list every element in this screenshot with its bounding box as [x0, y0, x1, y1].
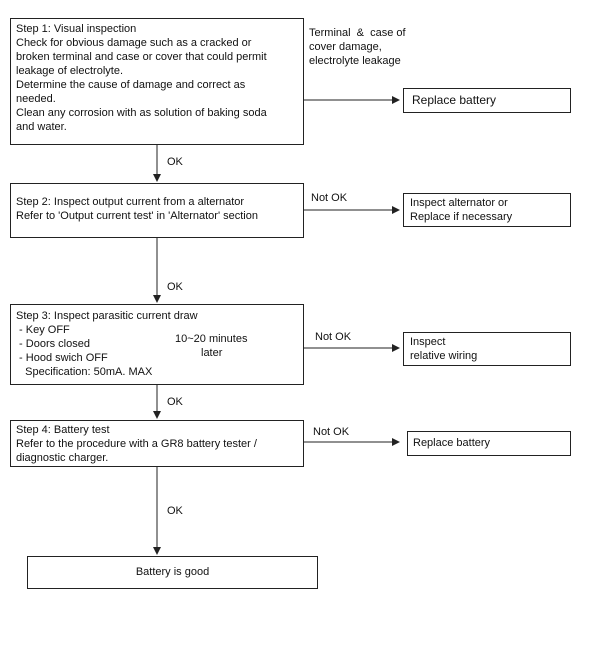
step2-box	[10, 183, 304, 238]
step4-line-2: Refer to the procedure with a GR8 batter…	[16, 438, 257, 450]
step1-line-6: needed.	[16, 93, 56, 105]
step4-line-1: Step 4: Battery test	[16, 424, 110, 436]
step2-result-line-2: Replace if necessary	[410, 211, 513, 223]
step3-line-5: Specification: 50mA. MAX	[16, 366, 153, 378]
step4-result-box	[407, 431, 571, 456]
step3-result-line-2: relative wiring	[410, 350, 478, 362]
step4-line-3: diagnostic charger.	[16, 452, 109, 464]
step3-line-1: Step 3: Inspect parasitic current draw	[16, 310, 198, 322]
step3-line-3: - Doors closed	[16, 338, 90, 350]
step3-branch-label: Not OK	[315, 331, 352, 343]
final-label: Battery is good	[135, 566, 210, 578]
step1-box	[10, 18, 304, 145]
step4-box	[10, 420, 304, 467]
step3-wait-line-2: later	[201, 347, 223, 359]
step1-side-note-2: cover damage,	[309, 41, 382, 53]
ok-label-1: OK	[167, 156, 183, 168]
step4-result-label: Replace battery	[413, 437, 491, 449]
step1-result-label: Replace battery	[412, 93, 497, 107]
step2-result-box	[403, 193, 571, 227]
step1-line-4: leakage of electrolyte.	[16, 65, 124, 77]
step3-result-line-1: Inspect	[410, 336, 446, 348]
step1-side-note-3: electrolyte leakage	[309, 55, 401, 67]
step3-wait-line-1: 10~20 minutes	[175, 333, 248, 345]
ok-label-3: OK	[167, 396, 183, 408]
step1-line-8: and water.	[16, 121, 67, 133]
step3-box	[10, 304, 304, 385]
final-box	[27, 556, 318, 589]
step3-line-4: - Hood swich OFF	[16, 352, 108, 364]
step2-branch-label: Not OK	[311, 192, 348, 204]
step2-line-1: Step 2: Inspect output current from a al…	[16, 196, 245, 208]
step4-branch-label: Not OK	[313, 426, 350, 438]
step1-line-5: Determine the cause of damage and correc…	[16, 79, 246, 91]
step1-line-1: Step 1: Visual inspection	[16, 23, 137, 35]
step1-line-3: broken terminal and case or cover that c…	[16, 51, 267, 63]
ok-label-2: OK	[167, 281, 183, 293]
step2-line-2: Refer to 'Output current test' in 'Alter…	[16, 210, 258, 222]
step3-line-2: - Key OFF	[16, 324, 70, 336]
step1-line-7: Clean any corrosion with as solution of …	[16, 107, 267, 119]
ok-label-4: OK	[167, 505, 183, 517]
step1-result-box	[403, 88, 571, 113]
step1-side-note-1: Terminal & case of	[309, 27, 406, 39]
step1-line-2: Check for obvious damage such as a crack…	[16, 37, 252, 49]
step2-result-line-1: Inspect alternator or	[410, 197, 508, 209]
step3-result-box	[403, 332, 571, 366]
